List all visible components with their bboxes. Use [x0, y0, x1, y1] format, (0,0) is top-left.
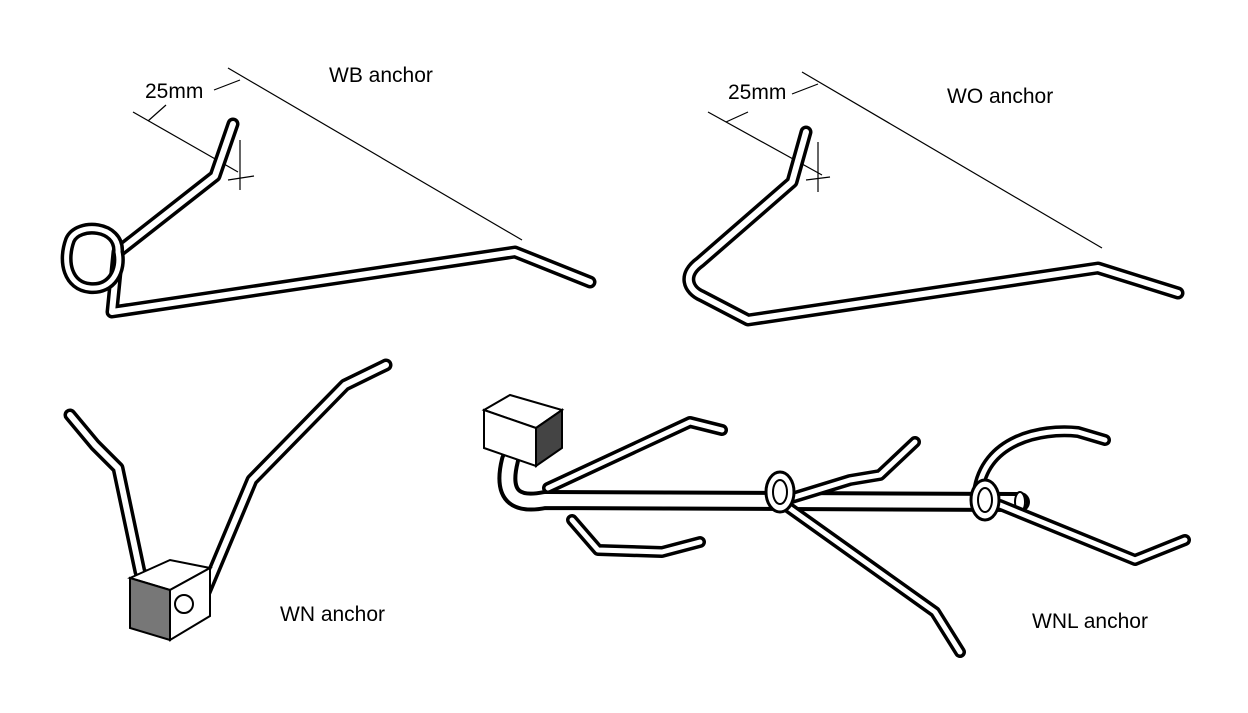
wo-dimension-arrow-right: [791, 83, 819, 95]
wb-loop-highlight: [64, 226, 122, 291]
wnl-anchor-drawing: [481, 393, 1191, 658]
wo-dimension-leader-line: [801, 71, 1103, 249]
wo-anchor-drawing: [682, 71, 1185, 327]
wb-crosshair-h: [227, 175, 255, 181]
wnl-leg-3-highlight: [782, 439, 918, 503]
wnl-coil-2-inner: [977, 487, 993, 513]
wnl-leg-1-highlight: [545, 419, 725, 491]
wo-rod-highlight: [686, 129, 1181, 323]
wn-block-left-face: [129, 576, 171, 642]
wn-rod-outline: [63, 358, 393, 605]
wnl-leg-4-highlight: [782, 502, 963, 655]
wb-anchor-drawing: [60, 67, 597, 319]
wb-rod-outline: [105, 117, 597, 319]
wn-anchor-drawing: [63, 358, 393, 642]
wnl-leg-5-highlight: [975, 428, 1108, 495]
wb-dimension-arrow-right: [213, 79, 241, 91]
wnl-leg-2-highlight: [569, 517, 703, 555]
wnl-anchor-label: WNL anchor: [1032, 610, 1148, 633]
wb-dimension-label: 25mm: [145, 80, 204, 103]
wnl-main-bar-highlight: [501, 454, 1026, 508]
wo-anchor-label: WO anchor: [947, 85, 1054, 108]
wnl-coil-1: [764, 470, 796, 514]
wnl-leg-6-highlight: [997, 502, 1188, 563]
wn-anchor-label: WN anchor: [280, 603, 386, 626]
wo-dimension-arrow-left: [725, 111, 749, 123]
wnl-leg-5-outline: [972, 425, 1111, 498]
wo-dimension-label: 25mm: [728, 81, 787, 104]
wb-dimension-arrow-left: [147, 104, 167, 122]
wb-anchor-label: WB anchor: [329, 64, 433, 87]
wn-block-bolt: [174, 594, 194, 614]
wnl-coil-1-inner: [772, 479, 788, 505]
wnl-coil-2: [969, 478, 1001, 522]
wnl-leg-4-outline: [779, 499, 966, 658]
wb-rod-highlight: [109, 121, 593, 315]
wnl-block-side: [535, 408, 563, 468]
wb-dimension-leader-line: [227, 67, 523, 241]
